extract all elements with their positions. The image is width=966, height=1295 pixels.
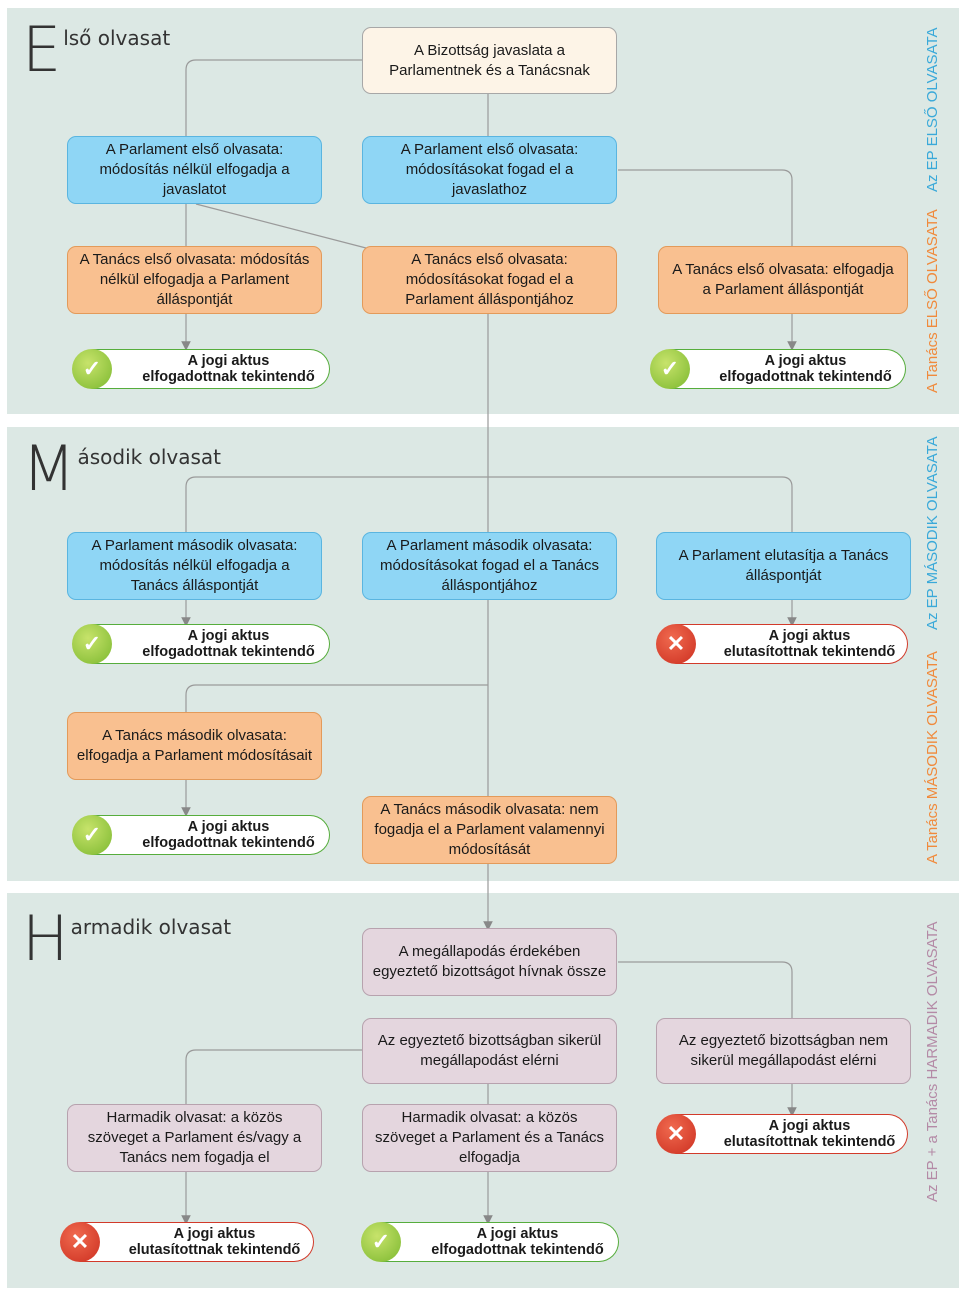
box-text: Az egyeztető bizottságban sikerül megáll… — [377, 1032, 602, 1069]
check-icon: ✓ — [361, 1222, 401, 1262]
result-line2: elutasítottnak tekintendő — [128, 1242, 301, 1258]
result-line2: elfogadottnak tekintendő — [142, 835, 315, 851]
box-text: A Parlament elutasítja a Tanács álláspon… — [678, 547, 889, 584]
section-initial: M — [22, 432, 76, 505]
section-initial: E — [22, 13, 62, 86]
line-spine-to-ep2-branches — [185, 476, 793, 532]
council-first-reading-no-amendments-box: A Tanács első olvasata: módosítás nélkül… — [67, 246, 322, 314]
line-ep1-left-to-c1-amend — [195, 203, 367, 249]
result-line1: A jogi aktus — [476, 1226, 559, 1242]
line-conciliation-to-fail — [618, 961, 793, 1018]
box-text: A Parlament első olvasata: módosítás nél… — [99, 141, 290, 198]
result-line1: A jogi aktus — [768, 1118, 851, 1134]
line-spine-to-c2-accept — [185, 684, 488, 712]
ep-second-reading-amendments-box: A Parlament második olvasata: módosításo… — [362, 532, 617, 600]
council-first-reading-accept-box: A Tanács első olvasata: elfogadja a Parl… — [658, 246, 908, 314]
result-line2: elfogadottnak tekintendő — [719, 369, 892, 385]
check-icon: ✓ — [72, 815, 112, 855]
third-reading-reject-box: Harmadik olvasat: a közös szöveget a Par… — [67, 1104, 322, 1172]
check-icon: ✓ — [72, 349, 112, 389]
side-label-third-reading: Az EP + a Tanács HARMADIK OLVASATA — [924, 921, 941, 1202]
conciliation-success-box: Az egyeztető bizottságban sikerül megáll… — [362, 1018, 617, 1084]
cross-icon: ✕ — [656, 1114, 696, 1154]
section-title-first: E lső olvasat — [22, 13, 171, 86]
box-text: A Tanács első olvasata: módosításokat fo… — [405, 251, 574, 308]
line-conc-success-to-reject — [185, 1049, 488, 1104]
box-text: A Parlament második olvasata: módosítás … — [91, 537, 298, 594]
check-icon: ✓ — [72, 624, 112, 664]
ep-rejects-council-position-box: A Parlament elutasítja a Tanács álláspon… — [656, 532, 911, 600]
side-label-council-second-reading: A Tanács MÁSODIK OLVASATA — [924, 651, 941, 864]
result-line2: elutasítottnak tekintendő — [723, 644, 896, 660]
box-text: Harmadik olvasat: a közös szöveget a Par… — [374, 1109, 605, 1166]
result-line2: elutasítottnak tekintendő — [723, 1134, 896, 1150]
result-line1: A jogi aktus — [173, 1226, 256, 1242]
check-icon: ✓ — [650, 349, 690, 389]
box-text: Az egyeztető bizottságban nem sikerül me… — [678, 1032, 889, 1069]
result-line1: A jogi aktus — [764, 353, 847, 369]
cross-icon: ✕ — [60, 1222, 100, 1262]
council-second-reading-reject-box: A Tanács második olvasata: nem fogadja e… — [362, 796, 617, 864]
section-title-text: lső olvasat — [63, 26, 171, 50]
conciliation-failure-box: Az egyeztető bizottságban nem sikerül me… — [656, 1018, 911, 1084]
line-ep1-amend-to-c1-accept — [618, 169, 793, 246]
side-label-ep-second-reading: Az EP MÁSODIK OLVASATA — [924, 436, 941, 630]
section-initial: H — [22, 902, 69, 975]
box-text: A Tanács első olvasata: módosítás nélkül… — [79, 251, 310, 308]
conciliation-committee-box: A megállapodás érdekében egyeztető bizot… — [362, 928, 617, 996]
third-reading-accept-box: Harmadik olvasat: a közös szöveget a Par… — [362, 1104, 617, 1172]
cross-icon: ✕ — [656, 624, 696, 664]
box-text: A Parlament második olvasata: módosításo… — [379, 537, 600, 594]
line-proposal-to-ep1-left — [185, 59, 362, 136]
box-text: A Tanács második olvasata: elfogadja a P… — [76, 727, 313, 764]
ep-first-reading-amendments-box: A Parlament első olvasata: módosításokat… — [362, 136, 617, 204]
result-line1: A jogi aktus — [187, 353, 270, 369]
ep-second-reading-no-amendments-box: A Parlament második olvasata: módosítás … — [67, 532, 322, 600]
ep-first-reading-no-amendments-box: A Parlament első olvasata: módosítás nél… — [67, 136, 322, 204]
section-title-third: H armadik olvasat — [22, 902, 232, 975]
side-label-council-first-reading: A Tanács ELSŐ OLVASATA — [924, 209, 941, 393]
box-text: A Tanács első olvasata: elfogadja a Parl… — [672, 261, 894, 298]
section-title-text: ásodik olvasat — [77, 445, 222, 469]
box-text: A Tanács második olvasata: nem fogadja e… — [374, 801, 605, 858]
box-text: Harmadik olvasat: a közös szöveget a Par… — [87, 1109, 302, 1166]
box-text: A Parlament első olvasata: módosításokat… — [400, 141, 579, 198]
section-title-second: M ásodik olvasat — [22, 432, 222, 505]
council-first-reading-amendments-box: A Tanács első olvasata: módosításokat fo… — [362, 246, 617, 314]
result-line1: A jogi aktus — [187, 628, 270, 644]
box-text: A Bizottság javaslata a Parlamentnek és … — [389, 41, 590, 79]
result-line1: A jogi aktus — [187, 819, 270, 835]
box-text: A megállapodás érdekében egyeztető bizot… — [372, 943, 607, 980]
section-title-text: armadik olvasat — [70, 915, 232, 939]
result-line2: elfogadottnak tekintendő — [142, 644, 315, 660]
council-second-reading-accept-box: A Tanács második olvasata: elfogadja a P… — [67, 712, 322, 780]
commission-proposal-box: A Bizottság javaslata a Parlamentnek és … — [362, 27, 617, 94]
result-line2: elfogadottnak tekintendő — [431, 1242, 604, 1258]
result-line2: elfogadottnak tekintendő — [142, 369, 315, 385]
side-label-ep-first-reading: Az EP ELSŐ OLVASATA — [924, 27, 941, 192]
result-line1: A jogi aktus — [768, 628, 851, 644]
